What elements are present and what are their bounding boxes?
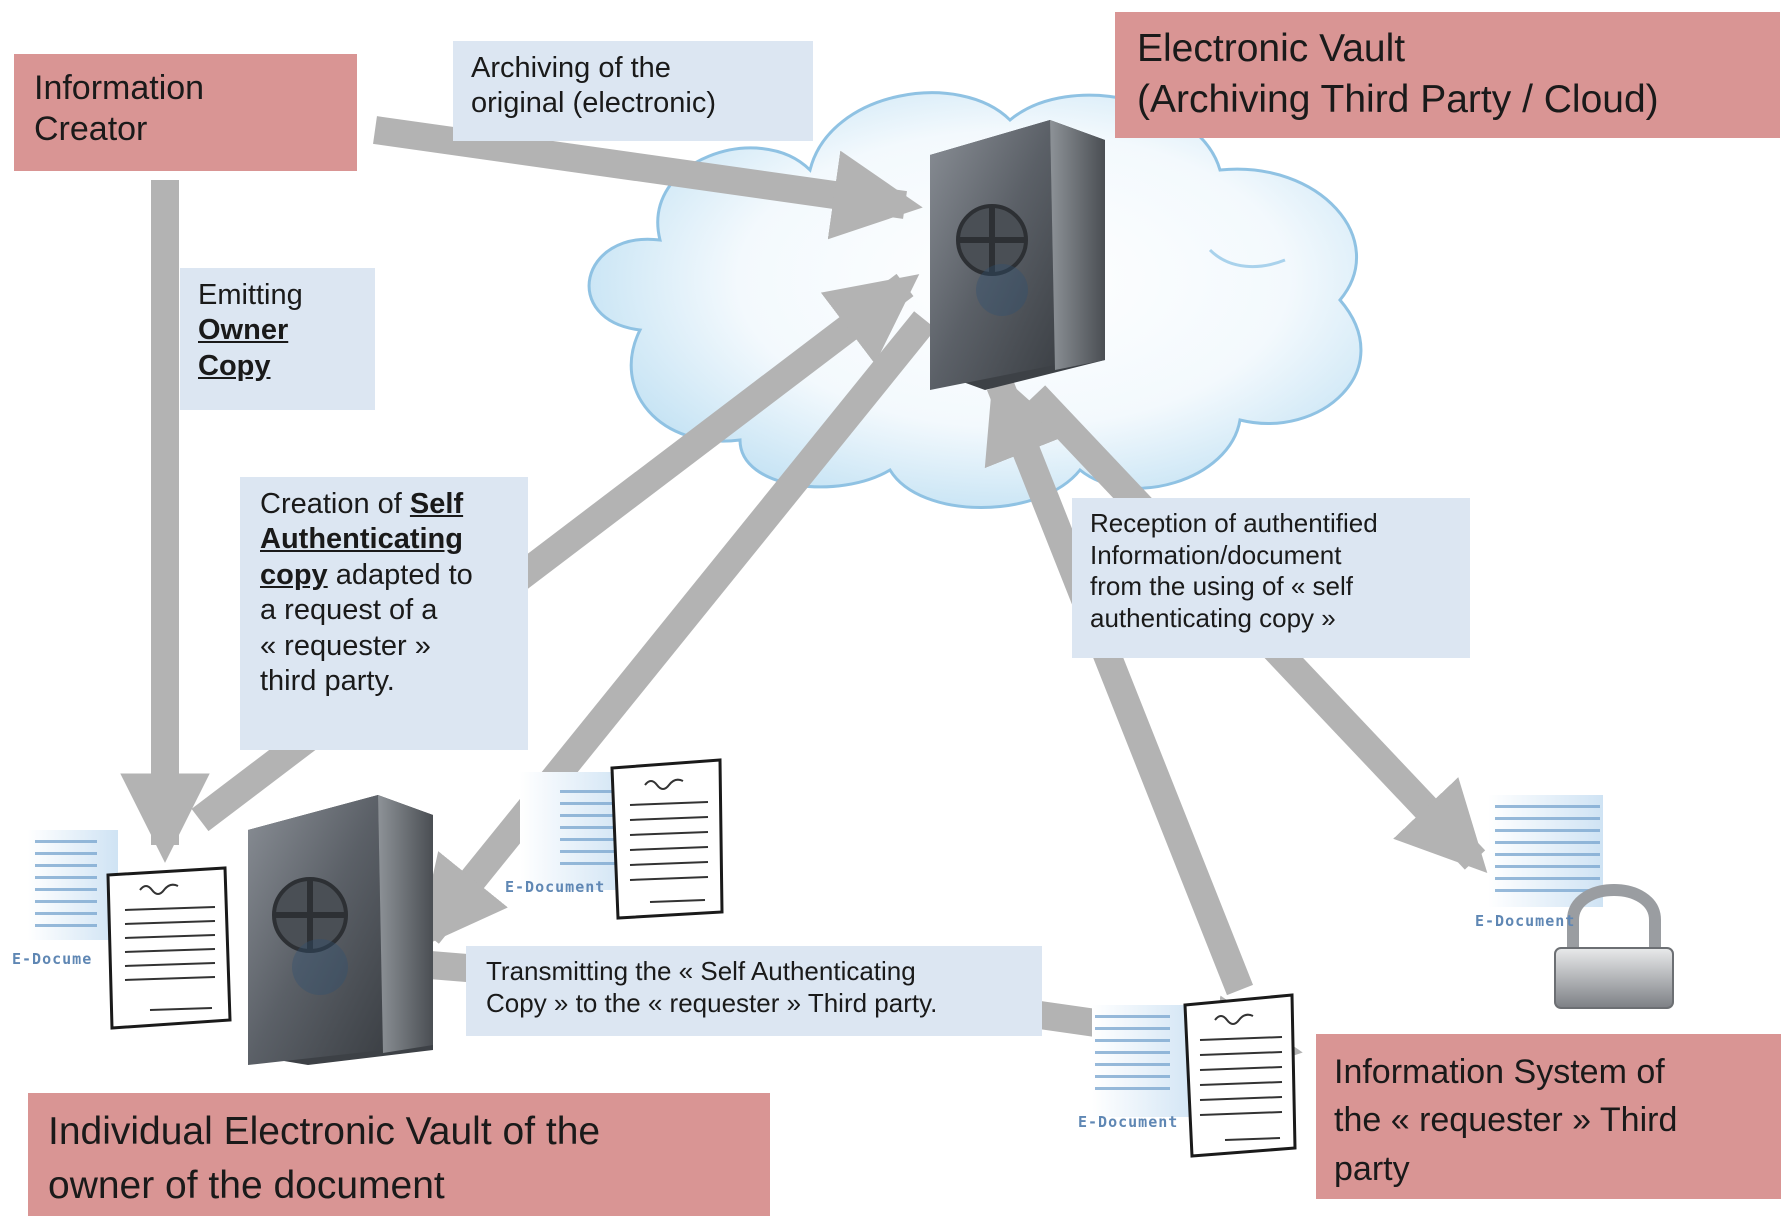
creation-copy: copy [260,558,328,591]
archiving-line-2: original (electronic) [471,87,716,120]
emitting-owner-copy-label: Emitting Owner Copy [180,268,375,410]
vault-safe-icon [248,795,433,1065]
arrow-requester-to-cloud [984,368,1254,996]
creation-self-authenticating-label: Creation of Self Authenticating copy ada… [240,477,528,750]
e-document-label: E-Document [1078,1113,1179,1131]
electronic-vault-line-2: (Archiving Third Party / Cloud) [1137,77,1659,121]
requester-system-line-1: Information System of [1334,1053,1665,1091]
transmitting-label: Transmitting the « Self Authenticating C… [466,946,1042,1036]
electronic-vault-node: Electronic Vault (Archiving Third Party … [1115,12,1780,138]
reception-label: Reception of authentified Information/do… [1072,498,1470,658]
individual-vault-line-2: owner of the document [48,1163,445,1207]
e-document-label: E-Docume [12,950,93,968]
individual-vault-line-1: Individual Electronic Vault of the [48,1110,601,1153]
information-creator-line-2: Creator [34,110,148,149]
individual-vault-node: Individual Electronic Vault of the owner… [28,1093,770,1216]
creation-authenticating: Authenticating [260,523,463,556]
emitting-line-1: Emitting [198,279,303,311]
e-document-label: E-Document [505,878,606,896]
e-document-icon [28,830,232,1030]
requester-system-node: Information System of the « requester » … [1316,1034,1781,1199]
creation-line-6: third party. [260,664,395,697]
creation-line-4: a request of a [260,594,438,627]
creation-suffix: adapted to [327,558,473,591]
archiving-label: Archiving of the original (electronic) [453,41,813,141]
information-creator-line-1: Information [34,69,205,107]
emitting-owner: Owner [198,314,289,347]
information-creator-node: Information Creator [14,54,357,171]
reception-line-2: Information/document [1090,539,1342,570]
e-document-label: E-Document [1475,912,1576,930]
creation-self: Self [409,488,464,520]
creation-line-5: « requester » [260,629,431,662]
requester-system-line-2: the « requester » Third [1334,1101,1678,1140]
reception-line-1: Reception of authentified [1090,508,1378,538]
reception-line-4: authenticating copy » [1090,603,1336,634]
transmitting-line-1: Transmitting the « Self Authenticating [486,956,916,986]
e-document-icon [1092,993,1297,1158]
e-document-icon [1488,795,1603,907]
arrow-cloud-to-individual-vault [416,311,936,949]
padlock-icon [1554,884,1674,1009]
electronic-vault-line-1: Electronic Vault [1137,27,1406,70]
emitting-copy: Copy [198,349,271,382]
vault-safe-icon [930,120,1105,390]
reception-line-3: from the using of « self [1090,571,1354,602]
archiving-line-1: Archiving of the [471,52,671,84]
creation-prefix: Creation of [260,488,410,520]
transmitting-line-2: Copy » to the « requester » Third party. [486,987,938,1018]
arrow-archiving [373,116,923,240]
requester-system-line-3: party [1334,1149,1410,1188]
e-document-icon [520,758,724,920]
